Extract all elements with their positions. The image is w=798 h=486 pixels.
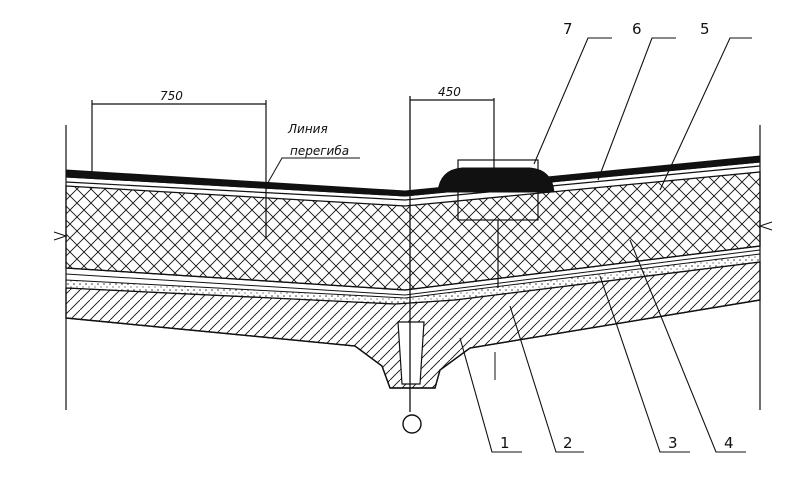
callout-7-leader [533,37,612,165]
right-level-arrow [758,221,773,231]
drain-funnel [397,321,425,385]
drain-cap [437,167,555,193]
bend-line-label-1: Линия [287,122,328,136]
callout-6: 6 [632,20,642,38]
callout-6-leader [597,37,676,181]
bend-line-label-2: перегиба [290,144,349,158]
callout-3: 3 [668,434,678,452]
bend-line-leader [265,157,360,187]
roofing-top-layer [65,155,761,197]
callout-2-leader [509,305,584,453]
roofing-dash-strip [79,165,741,199]
callout-3-leader [599,275,690,453]
callout-5: 5 [700,20,710,38]
screed-layer [65,253,761,305]
membrane-line-1 [65,165,761,201]
vapour-barrier-line-2 [65,249,761,296]
callout-2: 2 [563,434,573,452]
callout-4-leader [629,239,746,453]
dim-750-label: 750 [160,89,183,103]
callout-1-leader [459,337,522,453]
callout-4: 4 [724,434,734,452]
axis-marker [402,414,422,434]
insulation-layer [65,171,761,291]
slab-underside [65,299,761,389]
callout-1: 1 [500,434,510,452]
callout-5-leader [659,37,752,191]
dim-450-label: 450 [438,85,461,99]
callout-7: 7 [563,20,573,38]
left-level-arrow [53,231,68,241]
